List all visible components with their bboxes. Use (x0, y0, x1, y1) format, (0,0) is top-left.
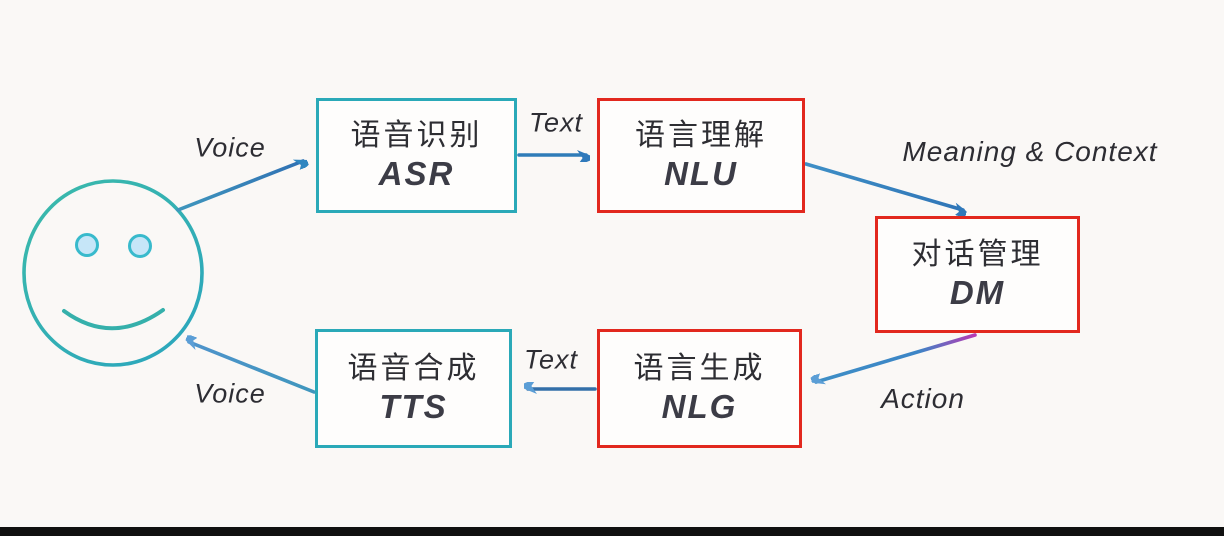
smile (62, 308, 165, 331)
node-nlg-subtitle: NLG (661, 387, 738, 425)
arrow-voice-to-asr (176, 159, 303, 212)
node-dm: 对话管理 DM (875, 216, 1080, 333)
node-nlu: 语言理解 NLU (597, 98, 805, 213)
edge-label-text-out: Text (523, 344, 579, 375)
edge-label-text-in: Text (528, 107, 584, 138)
edge-label-action: Action (881, 383, 965, 414)
node-asr-subtitle: ASR (378, 154, 455, 192)
node-nlg: 语言生成 NLG (597, 329, 802, 448)
right-eye (128, 234, 152, 258)
left-eye (75, 233, 99, 257)
arrow-dm-to-nlg (816, 333, 977, 382)
bottom-edge-bar (0, 527, 1224, 536)
node-tts: 语音合成 TTS (315, 329, 512, 448)
node-dm-title: 对话管理 (911, 238, 1044, 272)
smiley-face-icon (22, 179, 204, 367)
node-tts-title: 语音合成 (347, 352, 480, 386)
node-nlg-title: 语言生成 (633, 352, 766, 386)
node-nlu-title: 语言理解 (635, 119, 767, 153)
node-dm-subtitle: DM (949, 273, 1006, 311)
node-tts-subtitle: TTS (379, 387, 448, 425)
node-nlu-subtitle: NLU (664, 154, 738, 192)
node-asr: 语音识别 ASR (316, 98, 517, 213)
node-asr-title: 语音识别 (350, 119, 483, 153)
edge-label-voice-in: Voice (194, 132, 266, 163)
edge-label-voice-out: Voice (194, 378, 266, 409)
edge-label-meaning-context: Meaning & Context (902, 136, 1158, 167)
arrow-nlu-to-dm (804, 162, 963, 210)
